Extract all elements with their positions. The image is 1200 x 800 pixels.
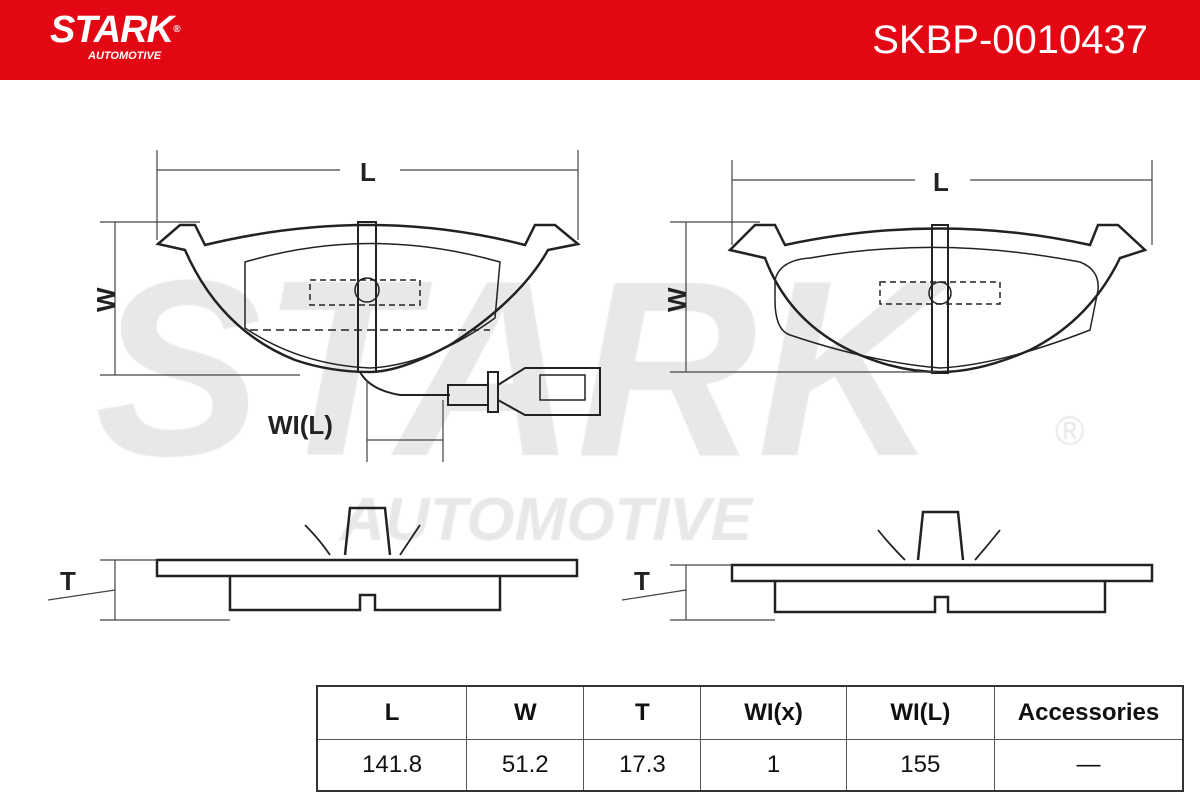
- pad-left-front-view: [155, 221, 601, 416]
- specs-header-row: L W T WI(x) WI(L) Accessories: [316, 685, 1184, 740]
- label-length-left: L: [360, 157, 376, 187]
- part-number: SKBP-0010437: [872, 18, 1148, 62]
- label-width-left: W: [91, 287, 121, 312]
- pad-right-side-view: [730, 510, 1154, 614]
- technical-drawing: L L W W WI(L) T T: [47, 150, 1154, 621]
- logo-registered: ®: [173, 24, 180, 35]
- value-w: 51.2: [466, 739, 585, 792]
- header-t: T: [583, 685, 702, 740]
- header-l: L: [316, 685, 468, 740]
- label-wear-indicator-length: WI(L): [268, 410, 333, 440]
- specs-table: L W T WI(x) WI(L) Accessories 141.8 51.2…: [316, 685, 1184, 792]
- value-accessories: —: [994, 739, 1184, 792]
- header-accessories: Accessories: [994, 685, 1184, 740]
- label-thickness-left: T: [60, 566, 76, 596]
- specs-value-row: 141.8 51.2 17.3 1 155 —: [316, 739, 1184, 792]
- value-wi-x: 1: [700, 739, 847, 792]
- pad-right-front-view: [727, 223, 1148, 374]
- label-length-right: L: [933, 167, 949, 197]
- logo-brand: STARK: [50, 9, 174, 51]
- pad-left-side-view: [155, 506, 579, 612]
- label-thickness-right: T: [634, 566, 650, 596]
- header-w: W: [466, 685, 585, 740]
- header-wi-l: WI(L): [845, 685, 996, 740]
- value-t: 17.3: [583, 739, 702, 792]
- value-wi-l: 155: [845, 739, 996, 792]
- logo-sub: AUTOMOTIVE: [88, 50, 162, 62]
- label-width-right: W: [662, 287, 692, 312]
- header-bar: STARK® AUTOMOTIVE SKBP-0010437: [0, 0, 1200, 80]
- header-wi-x: WI(x): [700, 685, 847, 740]
- value-l: 141.8: [316, 739, 468, 792]
- stark-logo: STARK® AUTOMOTIVE: [50, 9, 181, 62]
